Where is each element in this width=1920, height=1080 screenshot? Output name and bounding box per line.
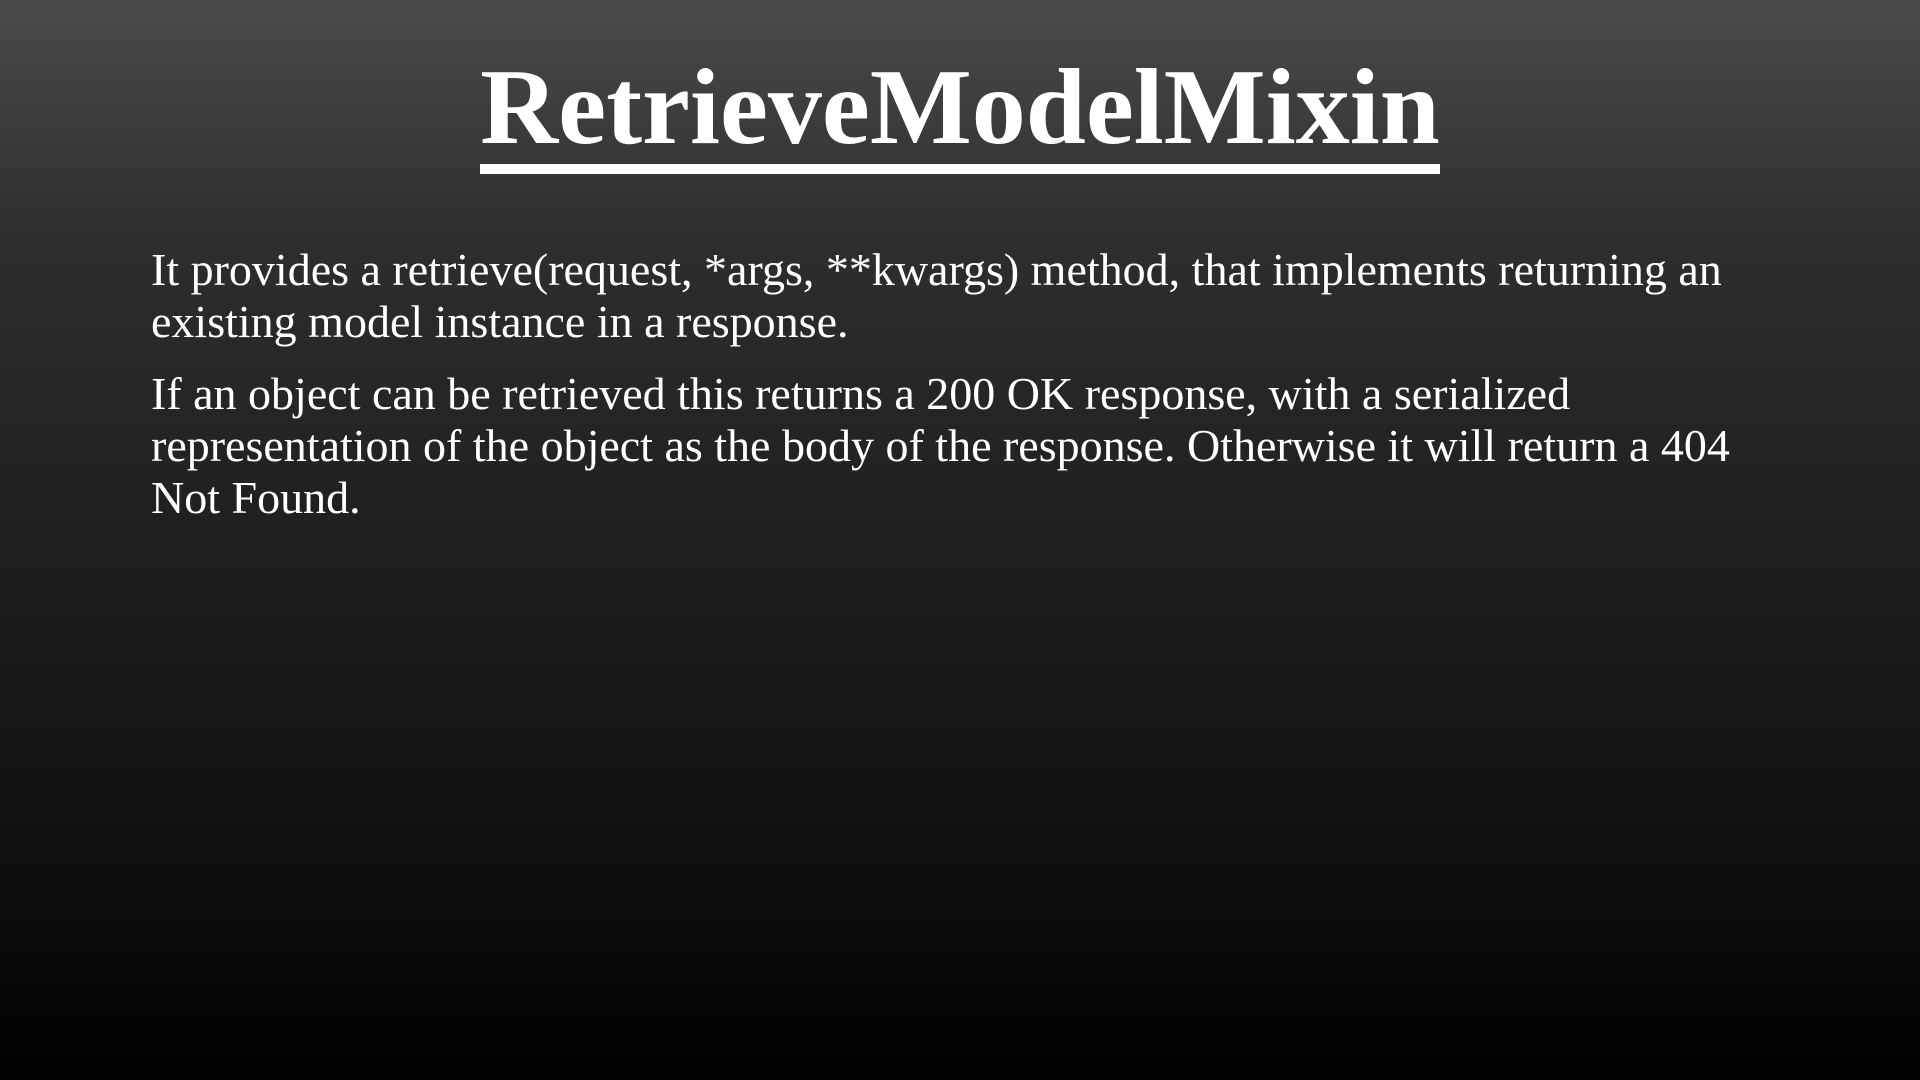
paragraph-response-behavior: If an object can be retrieved this retur…: [151, 368, 1730, 523]
paragraph-retrieve-method: It provides a retrieve(request, *args, *…: [151, 244, 1722, 347]
slide-body: It provides a retrieve(request, *args, *…: [151, 244, 1751, 544]
slide-title: RetrieveModelMixin: [0, 48, 1920, 174]
slide-title-text: RetrieveModelMixin: [480, 52, 1440, 174]
